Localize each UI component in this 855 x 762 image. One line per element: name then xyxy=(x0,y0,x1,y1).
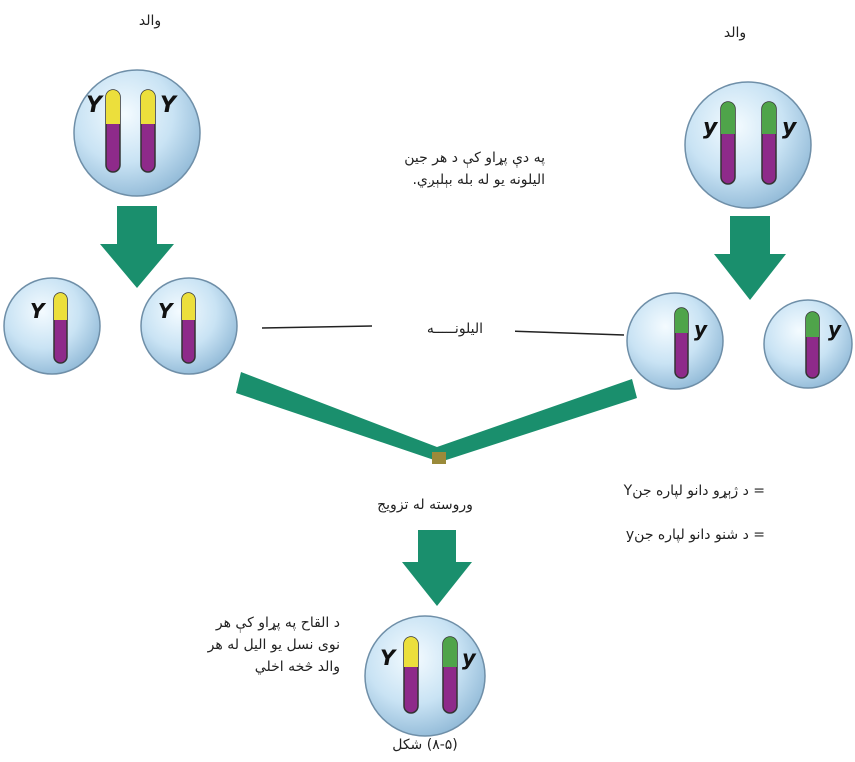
legend-symbol: y xyxy=(625,527,635,543)
cell-gamete-right-2: y xyxy=(763,299,853,389)
figure-caption: (۸-۵) شکل xyxy=(392,737,458,753)
allele-label-right: Y xyxy=(160,93,178,118)
cell-parent-right: y y xyxy=(684,81,812,209)
chromosome xyxy=(761,101,777,185)
chromosome xyxy=(674,307,689,379)
legend-text: = د شنو دانو لپاره جن xyxy=(634,527,765,543)
chromosome xyxy=(105,89,121,173)
cell-parent-left: Y Y xyxy=(73,69,201,197)
segregation-note: په دې پړاو کې د هر جین الیلونه یو له بله… xyxy=(404,150,545,188)
allele-label: y xyxy=(694,317,708,341)
arrow-merge xyxy=(236,372,637,464)
chromosome xyxy=(720,101,736,185)
legend: = د ژېړو دانو لپاره جنY = د شنو دانو لپا… xyxy=(525,458,765,568)
cell-offspring: Y y xyxy=(364,615,486,737)
legend-symbol: Y xyxy=(623,483,633,499)
alleles-label: الیلونـــــه xyxy=(395,318,515,340)
allele-label: y xyxy=(828,317,842,341)
allele-label-left: y xyxy=(703,115,719,140)
label-parent-left: والد xyxy=(138,13,162,29)
allele-label-right: y xyxy=(462,646,477,670)
chromosome xyxy=(140,89,156,173)
label-parent-right: والد xyxy=(723,25,747,41)
after-mating-label: وروسته له تزویج xyxy=(377,497,473,513)
allele-label-right: y xyxy=(782,115,798,140)
arrow-right-down xyxy=(714,216,786,300)
legend-item-recessive: = د شنو دانو لپاره جنy xyxy=(525,524,765,546)
chromosome xyxy=(181,292,196,364)
legend-text: = د ژېړو دانو لپاره جن xyxy=(632,483,765,499)
allele-label: Y xyxy=(30,299,47,323)
allele-label-left: Y xyxy=(380,646,397,670)
legend-item-dominant: = د ژېړو دانو لپاره جنY xyxy=(525,480,765,502)
chromosome xyxy=(442,636,458,714)
chromosome xyxy=(53,292,68,364)
cell-gamete-left-1: Y xyxy=(3,277,101,375)
allele-label-left: Y xyxy=(86,93,104,118)
fertilization-note: د القاح په پړاو کې هر نوی نسل یو الیل له… xyxy=(207,615,340,675)
arrow-offspring-down xyxy=(402,530,472,606)
allele-connector-left xyxy=(261,325,373,329)
chromosome xyxy=(805,311,820,379)
cell-gamete-right-1: y xyxy=(626,292,724,390)
arrow-left-down xyxy=(100,206,174,288)
cell-gamete-left-2: Y xyxy=(140,277,238,375)
allele-label: Y xyxy=(158,299,175,323)
chromosome xyxy=(403,636,419,714)
allele-connector-right xyxy=(507,330,625,336)
